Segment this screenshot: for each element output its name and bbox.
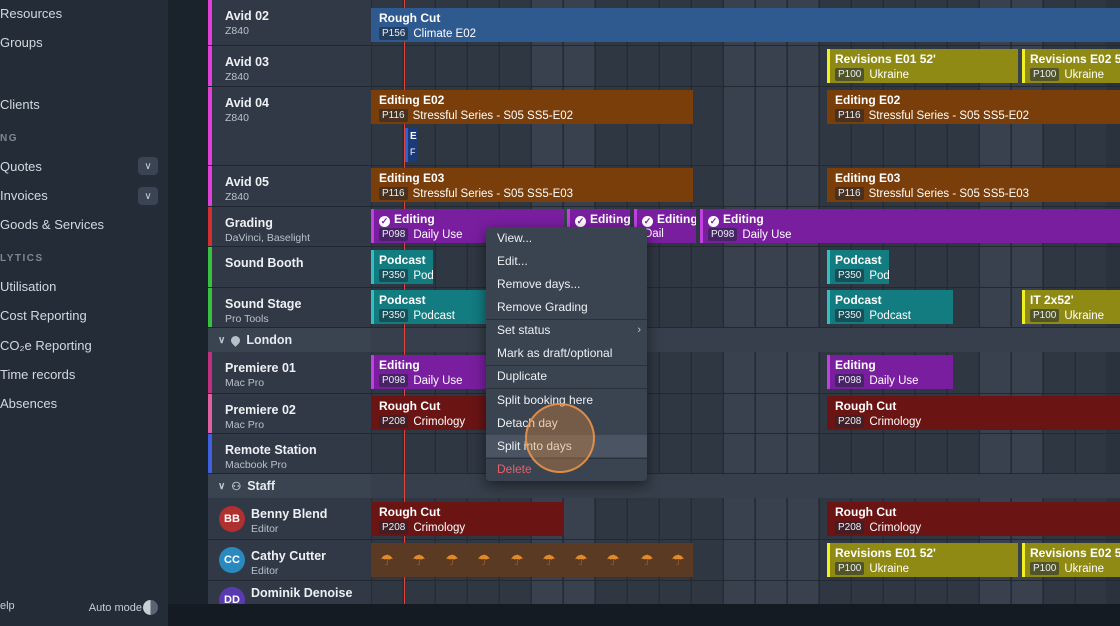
avatar: BB: [219, 506, 245, 532]
sidebar-item-clients[interactable]: Clients: [0, 96, 40, 112]
row-avid-04[interactable]: Avid 04 Z840: [208, 87, 371, 166]
umbrella-icon: ☂: [542, 552, 556, 569]
sidebar-item-co2e-reporting[interactable]: CO₂e Reporting: [0, 337, 92, 353]
row-benny-blend[interactable]: BB Benny Blend Editor: [208, 498, 371, 540]
umbrella-icon: ☂: [671, 552, 685, 569]
sidebar-item-invoices[interactable]: Invoices: [0, 187, 48, 203]
row-premiere-02[interactable]: Premiere 02 Mac Pro: [208, 394, 371, 434]
theme-toggle-icon[interactable]: [143, 600, 158, 615]
row-avid-03[interactable]: Avid 03 Z840: [208, 46, 371, 87]
check-icon: ✓: [708, 216, 719, 227]
row-remote-station[interactable]: Remote Station Macbook Pro: [208, 434, 371, 474]
row-avid-02[interactable]: Avid 02 Z840: [208, 0, 371, 46]
invoices-expand-button[interactable]: ∨: [138, 187, 158, 205]
row-premiere-01[interactable]: Premiere 01 Mac Pro: [208, 352, 371, 394]
bottom-bar: [168, 604, 1120, 626]
umbrella-icon: ☂: [477, 552, 491, 569]
booking-small-blue[interactable]: E F: [405, 128, 417, 162]
sidebar-item-absences[interactable]: Absences: [0, 395, 58, 411]
row-dominik-denoise[interactable]: DD Dominik Denoise: [208, 581, 371, 604]
sidebar-item-resources[interactable]: Resources: [0, 5, 63, 21]
chevron-down-icon[interactable]: ∨: [218, 480, 226, 492]
chevron-down-icon: ∨: [144, 160, 152, 172]
resource-column: Avid 02 Z840 Avid 03 Z840 Avid 04 Z840 A…: [208, 0, 371, 604]
avatar: DD: [219, 587, 245, 604]
sidebar-gutter: [168, 0, 208, 626]
auto-mode-label[interactable]: Auto mode: [88, 602, 142, 614]
umbrella-icon: ☂: [606, 552, 620, 569]
menu-set-status[interactable]: Set status ›: [497, 323, 641, 337]
umbrella-icon: ☂: [412, 552, 426, 569]
quotes-expand-button[interactable]: ∨: [138, 157, 158, 175]
umbrella-icon: ☂: [640, 552, 654, 569]
check-icon: ✓: [575, 216, 586, 227]
row-sound-stage[interactable]: Sound Stage Pro Tools: [208, 288, 371, 328]
sidebar-item-quotes[interactable]: Quotes: [0, 158, 42, 174]
check-icon: ✓: [379, 216, 390, 227]
menu-mark-draft[interactable]: Mark as draft/optional: [497, 346, 613, 360]
sidebar-item-utilisation[interactable]: Utilisation: [0, 278, 57, 294]
umbrella-icon: ☂: [510, 552, 524, 569]
sidebar-item-time-records[interactable]: Time records: [0, 366, 76, 382]
sidebar-section-billing: NG: [0, 133, 18, 144]
row-avid-05[interactable]: Avid 05 Z840: [208, 166, 371, 207]
group-staff[interactable]: ∨ ⚇ Staff: [208, 474, 371, 498]
avatar: CC: [219, 547, 245, 573]
group-london[interactable]: ∨ London: [208, 328, 371, 352]
sidebar-item-groups[interactable]: Groups: [0, 34, 43, 50]
sidebar: Resources Groups Clients NG Quotes ∨ Inv…: [0, 0, 168, 626]
check-icon: ✓: [642, 216, 653, 227]
menu-view[interactable]: View...: [497, 231, 533, 245]
chevron-down-icon: ∨: [144, 190, 152, 202]
row-grading[interactable]: Grading DaVinci, Baselight: [208, 207, 371, 247]
sidebar-item-goods-services[interactable]: Goods & Services: [0, 216, 105, 232]
row-sound-booth[interactable]: Sound Booth: [208, 247, 371, 288]
help-link[interactable]: elp: [0, 600, 15, 612]
menu-remove-grading[interactable]: Remove Grading: [497, 300, 588, 314]
menu-duplicate[interactable]: Duplicate: [497, 369, 548, 383]
sidebar-section-analytics: LYTICS: [0, 253, 44, 264]
chevron-down-icon[interactable]: ∨: [218, 334, 226, 346]
absence-block[interactable]: [371, 543, 693, 577]
menu-edit[interactable]: Edit...: [497, 254, 528, 268]
menu-delete[interactable]: Delete: [497, 462, 532, 476]
menu-remove-days[interactable]: Remove days...: [497, 277, 581, 291]
people-icon: ⚇: [231, 480, 242, 493]
sidebar-item-cost-reporting[interactable]: Cost Reporting: [0, 307, 87, 323]
row-cathy-cutter[interactable]: CC Cathy Cutter Editor: [208, 540, 371, 581]
click-indicator: [525, 403, 595, 473]
sidebar-footer: elp Auto mode: [0, 600, 168, 618]
umbrella-icon: ☂: [445, 552, 459, 569]
chevron-right-icon: ›: [637, 324, 641, 336]
umbrella-icon: ☂: [380, 552, 394, 569]
location-pin-icon: [229, 333, 243, 347]
umbrella-icon: ☂: [574, 552, 588, 569]
